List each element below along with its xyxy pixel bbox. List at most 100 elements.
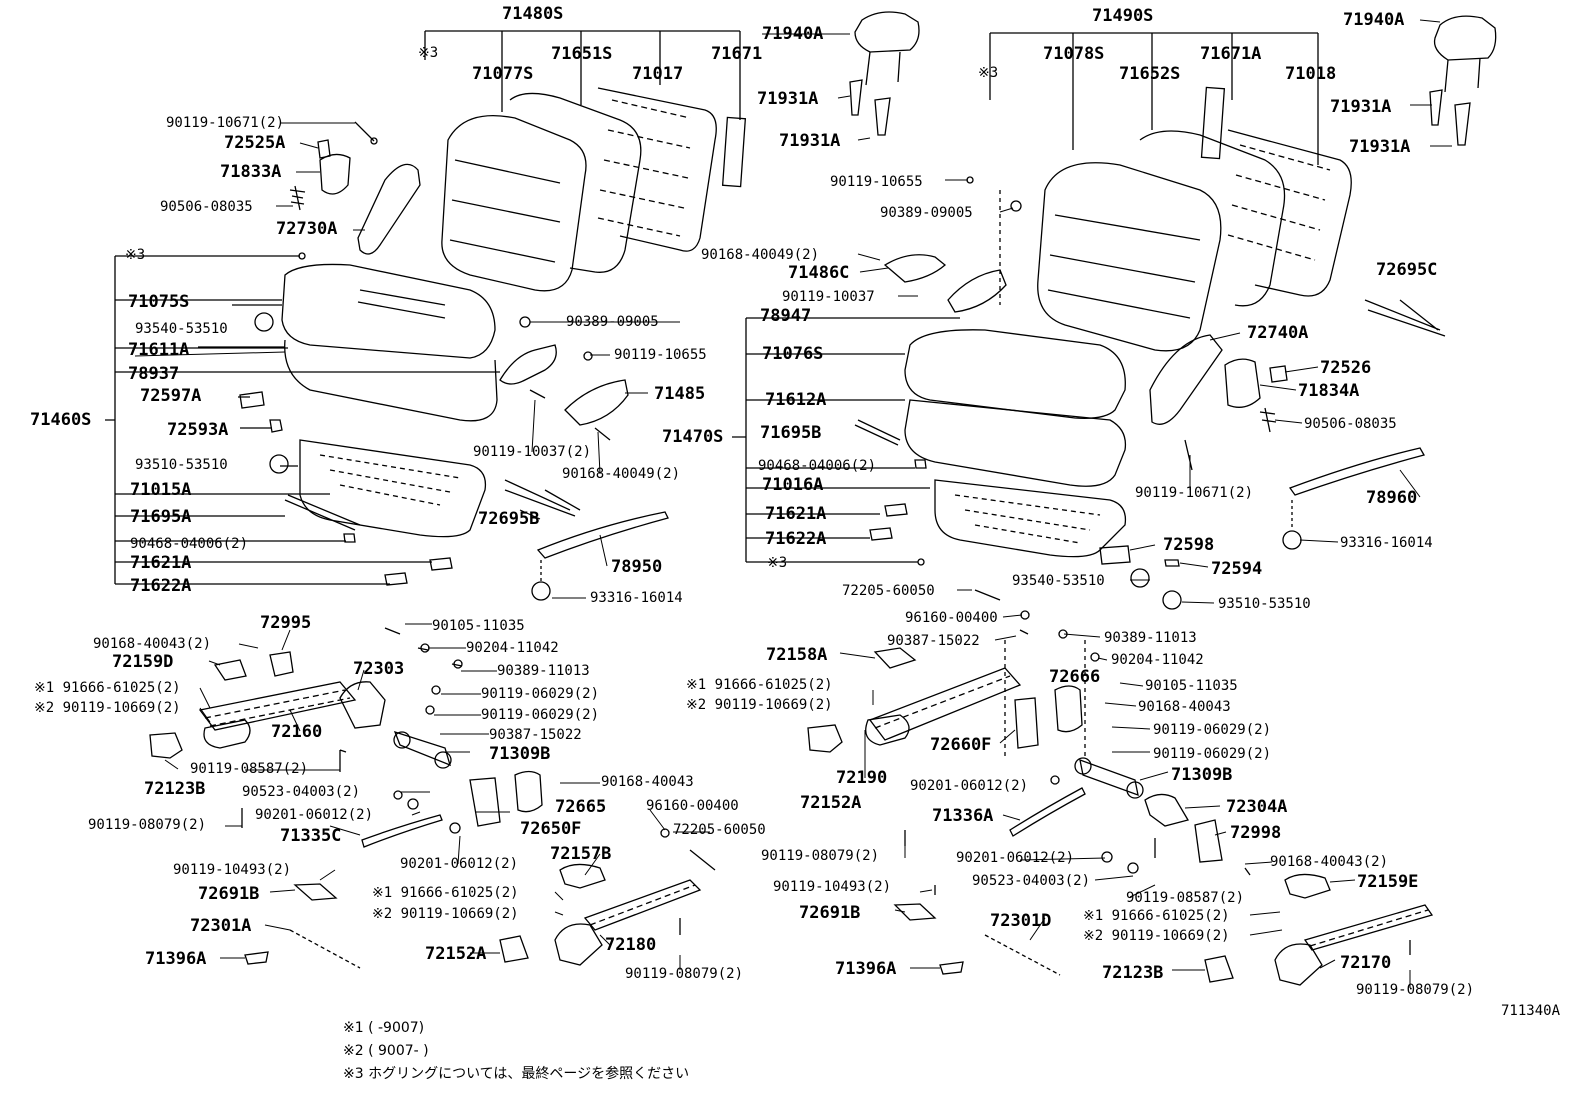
part-label-l36: 71621A [130, 553, 192, 573]
part-label-l67: 78960 [1366, 488, 1418, 508]
part-label-l13: 71652S [1119, 64, 1181, 84]
left-annotation-leaders [134, 33, 871, 970]
part-label-l138: ※1 91666-61025(2) [372, 885, 519, 901]
part-label-l79: 72666 [1049, 667, 1101, 687]
footnote-n3: ※3 ホグリングについては、最終ページを参照ください [343, 1066, 690, 1082]
part-label-l105: 72170 [1340, 953, 1392, 973]
part-label-l39: 90119-10655 [614, 347, 707, 363]
part-label-l104: ※2 90119-10669(2) [1083, 928, 1230, 944]
part-label-l100: 90119-08587(2) [1126, 890, 1245, 906]
right-small-parts [854, 176, 1446, 610]
part-label-l28: 78937 [128, 364, 180, 384]
part-label-l68: 93316-16014 [1340, 535, 1433, 551]
part-label-l107: 72123B [1102, 963, 1164, 983]
part-label-l119: 90119-06029(2) [481, 707, 600, 723]
part-label-l33: 71015A [130, 480, 192, 500]
part-label-l11: ※3 [978, 65, 999, 81]
part-label-l55: 71695B [760, 423, 822, 443]
part-label-l117: 90119-06029(2) [481, 686, 600, 702]
part-label-l45: 93316-16014 [590, 590, 683, 606]
part-label-l22: 90506-08035 [160, 199, 253, 215]
part-label-l49: 71486C [788, 263, 850, 283]
part-label-l44: 78950 [611, 557, 663, 577]
part-label-l133: 71335C [280, 826, 342, 846]
part-label-l110: 90105-11035 [432, 618, 525, 634]
part-label-l12: 71078S [1043, 44, 1105, 64]
part-label-l18: 71931A [1349, 137, 1411, 157]
part-label-l47: 90389-09005 [880, 205, 973, 221]
part-label-l64: 71834A [1298, 381, 1360, 401]
part-label-l14: 71671A [1200, 44, 1262, 64]
part-label-l34: 71695A [130, 507, 192, 527]
part-label-l48: 90168-40049(2) [701, 247, 820, 263]
part-label-l118: ※2 90119-10669(2) [34, 700, 181, 716]
part-label-l53: 71612A [765, 390, 827, 410]
part-label-l126: 90523-04003(2) [242, 784, 361, 800]
part-label-l98: 72159E [1357, 872, 1419, 892]
part-label-l38: 90389-09005 [566, 314, 659, 330]
part-label-l102: ※1 91666-61025(2) [1083, 908, 1230, 924]
part-label-l93: 72998 [1230, 823, 1282, 843]
right-seat-bracket-lines [732, 32, 1319, 563]
part-label-l56: 90468-04006(2) [758, 458, 877, 474]
part-label-l108: 90119-08079(2) [1356, 982, 1475, 998]
part-label-l142: 72152A [425, 944, 487, 964]
part-label-l20: 72525A [224, 133, 286, 153]
part-label-l71: 93540-53510 [1012, 573, 1105, 589]
part-label-l4: 71651S [551, 44, 613, 64]
part-label-l25: 71075S [128, 292, 190, 312]
part-label-l41: 90119-10037(2) [473, 444, 592, 460]
part-label-l94: 90119-08079(2) [761, 848, 880, 864]
part-label-l89: 90201-06012(2) [910, 778, 1029, 794]
part-label-l87: 72190 [836, 768, 888, 788]
right-headrest [1429, 15, 1497, 146]
part-label-l83: 90168-40043 [1138, 699, 1231, 715]
part-label-l61: 72695C [1376, 260, 1438, 280]
part-label-l9: 71931A [779, 131, 841, 151]
part-label-l132: 72205-60050 [673, 822, 766, 838]
part-label-l16: 71940A [1343, 10, 1405, 30]
left-seat-back [441, 87, 747, 292]
part-label-l80: ※1 91666-61025(2) [686, 677, 833, 693]
part-label-l96: 90168-40043(2) [1270, 854, 1389, 870]
part-label-l66: 90119-10671(2) [1135, 485, 1254, 501]
part-label-l5: 71017 [632, 64, 684, 84]
part-label-l21: 71833A [220, 162, 282, 182]
part-label-l90: 72152A [800, 793, 862, 813]
part-label-l37: 71622A [130, 576, 192, 596]
part-label-l86: 90119-06029(2) [1153, 746, 1272, 762]
part-label-l59: 71622A [765, 529, 827, 549]
part-label-l78: 90204-11042 [1111, 652, 1204, 668]
right-annotation-leaders [839, 19, 1452, 988]
part-label-l43: 72695B [478, 509, 540, 529]
part-label-l19: 90119-10671(2) [166, 115, 285, 131]
part-label-l97: 90523-04003(2) [972, 873, 1091, 889]
part-label-l10: 71490S [1092, 6, 1154, 26]
left-seat-bracket-lines [105, 30, 741, 585]
part-label-l75: 90387-15022 [887, 633, 980, 649]
part-label-l113: 72159D [112, 652, 174, 672]
part-label-l145: 711340A [1501, 1003, 1561, 1019]
part-label-l137: 72691B [198, 884, 260, 904]
part-label-l109: 72995 [260, 613, 312, 633]
part-label-l32: 93510-53510 [135, 457, 228, 473]
part-label-l140: 72301A [190, 916, 252, 936]
part-label-l143: 71396A [145, 949, 207, 969]
left-small-parts [239, 121, 669, 601]
part-label-l30: 71460S [30, 410, 92, 430]
part-label-l17: 71931A [1330, 97, 1392, 117]
part-label-l103: 72301D [990, 911, 1052, 931]
part-label-l63: 72526 [1320, 358, 1372, 378]
part-label-l112: 90204-11042 [466, 640, 559, 656]
part-label-l125: 72123B [144, 779, 206, 799]
part-label-l42: 90168-40049(2) [562, 466, 681, 482]
part-label-l57: 71016A [762, 475, 824, 495]
right-seat-tracks [807, 589, 1434, 986]
part-label-l116: ※1 91666-61025(2) [34, 680, 181, 696]
part-label-l144: 90119-08079(2) [625, 966, 744, 982]
part-label-l51: 78947 [760, 306, 812, 326]
part-label-l58: 71621A [765, 504, 827, 524]
part-label-l127: 72665 [555, 797, 607, 817]
footnote-n2: ※2 ( 9007- ) [343, 1043, 429, 1059]
